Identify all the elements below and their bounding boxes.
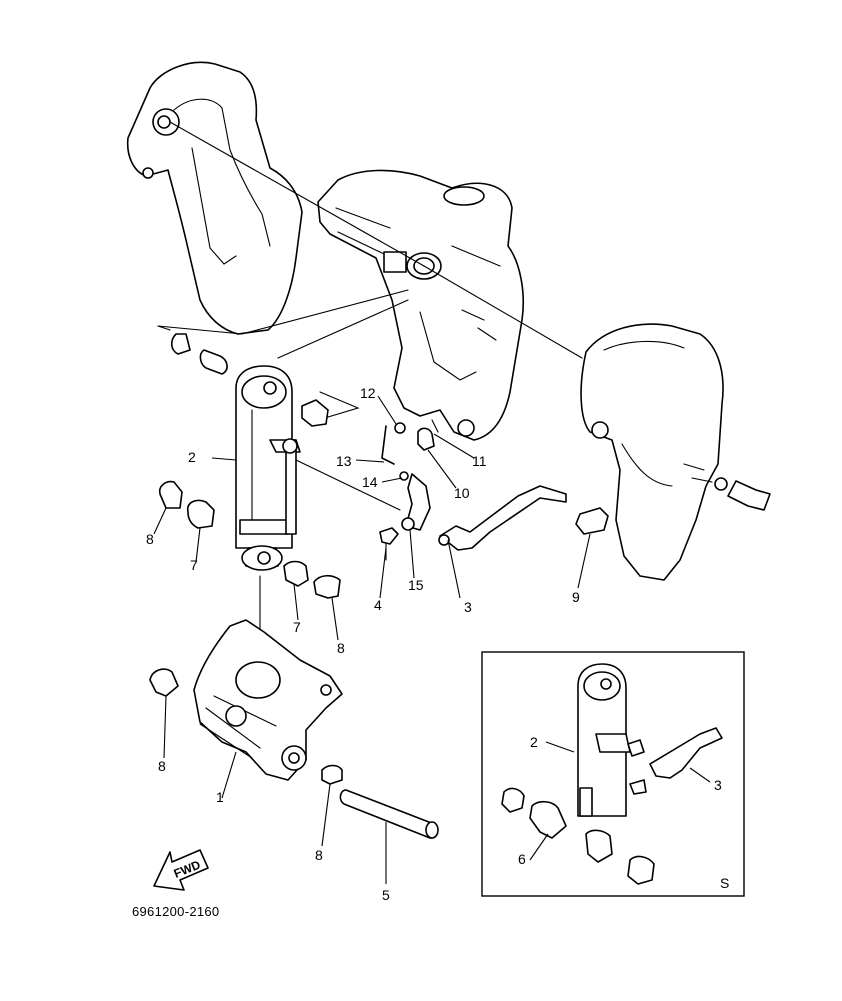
callout-11: 11 bbox=[472, 453, 487, 469]
upper-bushing-pin bbox=[170, 333, 329, 427]
callout-2: 2 bbox=[188, 449, 196, 465]
leader-lines bbox=[153, 395, 711, 884]
callout-8d: 8 bbox=[315, 847, 323, 863]
callout-9: 9 bbox=[572, 589, 580, 605]
fwd-arrow-icon: FWD bbox=[153, 849, 209, 891]
callout-7a: 7 bbox=[190, 557, 198, 573]
left-clamp-bracket bbox=[126, 61, 303, 335]
collar-and-bushing-set bbox=[158, 480, 341, 599]
trim-cylinder bbox=[235, 365, 301, 571]
inset-callout-2: 2 bbox=[530, 734, 538, 750]
callout-3: 3 bbox=[464, 599, 472, 615]
left-collar-lower bbox=[149, 668, 343, 785]
tilt-bracket bbox=[193, 619, 343, 781]
callout-1: 1 bbox=[216, 789, 224, 805]
inset-box: S bbox=[481, 651, 745, 897]
assembly-lines bbox=[157, 121, 583, 681]
callout-5: 5 bbox=[382, 887, 390, 903]
catalog-code: 6961200-2160 bbox=[132, 904, 219, 919]
callout-labels: 1 2 3 4 5 6 7 7 8 8 8 8 9 10 11 12 13 14… bbox=[146, 385, 722, 903]
callout-13: 13 bbox=[336, 453, 352, 469]
callout-15: 15 bbox=[408, 577, 424, 593]
inset-label: S bbox=[720, 875, 729, 891]
inset-callout-3: 3 bbox=[714, 777, 722, 793]
lever-and-bolt bbox=[379, 485, 609, 561]
callout-6: 6 bbox=[518, 851, 526, 867]
callout-14: 14 bbox=[362, 474, 378, 490]
tilt-pin bbox=[339, 789, 439, 839]
swivel-bracket bbox=[317, 169, 525, 441]
callout-7b: 7 bbox=[293, 619, 301, 635]
callout-12: 12 bbox=[360, 385, 376, 401]
callout-8b: 8 bbox=[337, 640, 345, 656]
small-hardware bbox=[381, 419, 439, 531]
callout-10: 10 bbox=[454, 485, 470, 501]
callout-8c: 8 bbox=[158, 758, 166, 774]
right-clamp-bracket bbox=[580, 323, 771, 581]
callout-4: 4 bbox=[374, 597, 382, 613]
callout-8a: 8 bbox=[146, 531, 154, 547]
